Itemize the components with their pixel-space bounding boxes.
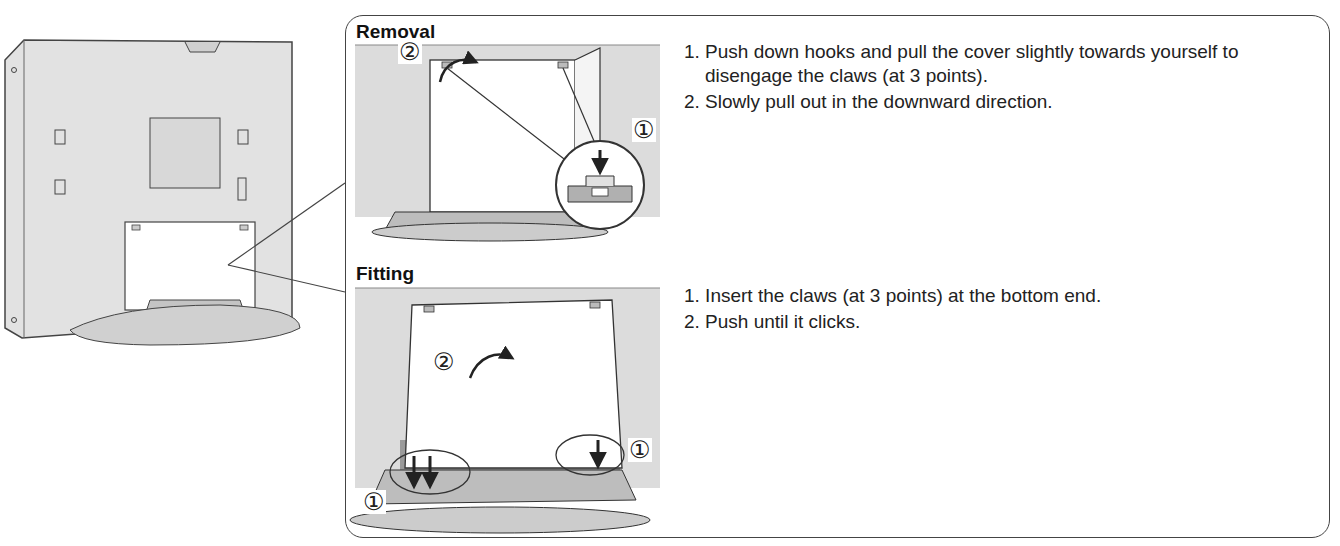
- tv-rear: [55, 180, 65, 194]
- removal-illustration: [556, 141, 644, 229]
- removal-illustration: [563, 68, 594, 141]
- instruction-step: 2. Slowly pull out in the downward direc…: [684, 90, 1265, 114]
- fitting-illustration: [597, 440, 600, 466]
- fitting-illustration: [355, 288, 660, 289]
- callout-number: ②: [398, 40, 422, 64]
- removal-illustration: [355, 45, 660, 217]
- removal-illustration: [599, 150, 602, 172]
- callout-number: ②: [432, 350, 456, 374]
- removal-illustration: [440, 60, 476, 82]
- tv-rear: [238, 178, 246, 200]
- instruction-step: 2. Push until it clicks.: [684, 310, 1265, 334]
- tv-rear: [12, 68, 17, 73]
- callout-number: ①: [628, 438, 652, 462]
- leader-line: [228, 183, 345, 292]
- fitting-illustration: [590, 302, 600, 308]
- removal-illustration: [568, 186, 632, 202]
- fitting-illustration: [390, 450, 470, 494]
- tv-rear: [238, 130, 248, 144]
- fitting-illustration: [355, 288, 660, 488]
- tv-rear: [70, 305, 300, 345]
- instruction-step: 1. Insert the claws (at 3 points) at the…: [684, 284, 1265, 308]
- removal-illustration: [558, 62, 568, 68]
- tv-rear: [24, 40, 25, 338]
- tv-rear: [240, 225, 248, 230]
- tv-rear: [5, 40, 292, 338]
- removal-illustration: [430, 60, 575, 212]
- tv-rear: [125, 222, 255, 310]
- fitting-illustration: [556, 435, 624, 475]
- leader-line: [228, 183, 345, 265]
- fitting-illustration: [350, 507, 650, 533]
- removal-illustration: [372, 223, 608, 241]
- section-heading: Fitting: [356, 262, 414, 286]
- leader-line: [228, 265, 345, 292]
- fitting-illustration: [470, 355, 512, 378]
- tv-rear: [185, 42, 220, 52]
- tv-rear: [55, 130, 65, 144]
- callout-number: ①: [362, 490, 386, 514]
- removal-illustration: [447, 68, 568, 162]
- fitting-illustration: [405, 300, 622, 468]
- tv-rear: [132, 225, 140, 230]
- fitting-illustration: [350, 288, 660, 533]
- fitting-illustration: [413, 456, 416, 486]
- instruction-panel: Removal 1. Push down hooks and pull the c…: [345, 15, 1330, 538]
- removal-illustration: [592, 188, 608, 196]
- fitting-illustration: [424, 306, 434, 312]
- tv-rear: [12, 318, 17, 323]
- instruction-step: 1. Push down hooks and pull the cover sl…: [684, 40, 1265, 88]
- tv-rear: [5, 40, 300, 345]
- removal-illustration: [355, 45, 660, 241]
- removal-illustration: [586, 176, 614, 186]
- fitting-illustration: [429, 456, 432, 486]
- tv-rear: [150, 118, 220, 188]
- section-heading: Removal: [356, 20, 435, 44]
- callout-number: ①: [632, 118, 656, 142]
